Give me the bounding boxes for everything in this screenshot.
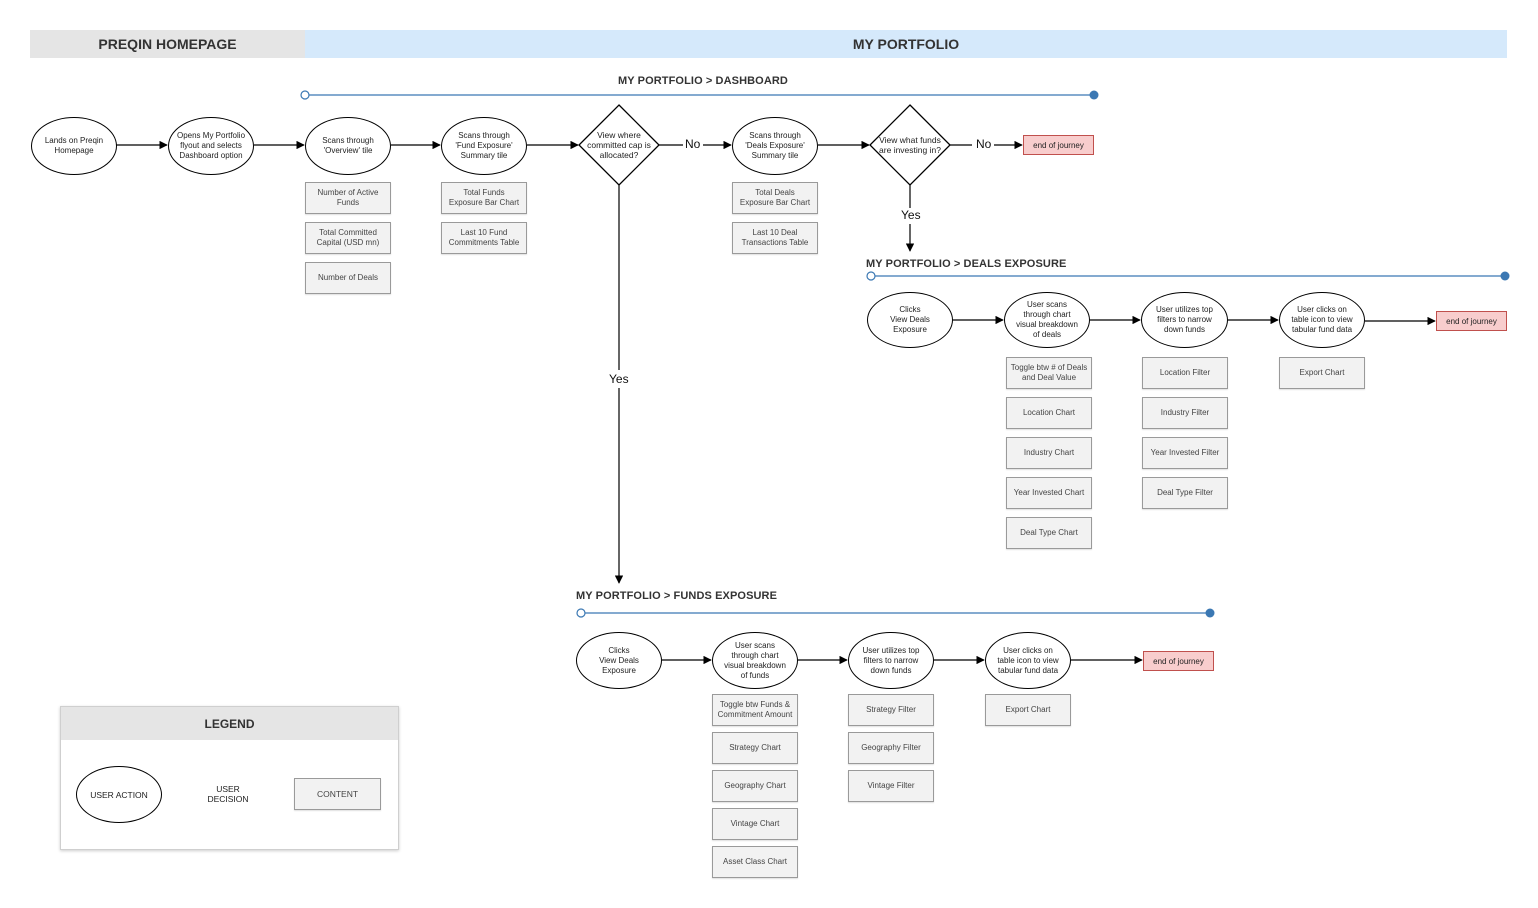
action-deals-table: User clicks on table icon to view tabula… [1279,292,1365,348]
action-funds-filters: User utilizes top filters to narrow down… [848,632,934,689]
action-scan-deals-exposure: Scans through 'Deals Exposure' Summary t… [732,117,818,175]
action-funds-table: User clicks on table icon to view tabula… [985,632,1071,689]
action-deals-clicks: Clicks View Deals Exposure [867,292,953,348]
end-of-journey-dashboard: end of journey [1023,135,1094,155]
legend-title: LEGEND [61,707,398,740]
content-location-chart: Location Chart [1006,397,1092,429]
decision-funds-label: View what funds are investing in? [879,135,941,155]
content-year-invested-chart: Year Invested Chart [1006,477,1092,509]
my-portfolio-header: MY PORTFOLIO [305,30,1507,58]
section-title-deals-exposure: MY PORTFOLIO > DEALS EXPOSURE [866,258,1067,270]
content-number-deals: Number of Deals [305,262,391,294]
action-deals-filters: User utilizes top filters to narrow down… [1141,292,1228,348]
action-deals-scans: User scans through chart visual breakdow… [1004,292,1090,348]
deals-timeline [866,271,1510,281]
yes-label-2: Yes [899,208,923,222]
content-deals-export-chart: Export Chart [1279,357,1365,389]
end-of-journey-funds: end of journey [1143,651,1214,671]
content-vintage-filter: Vintage Filter [848,770,934,802]
action-lands-homepage: Lands on Preqin Homepage [31,117,117,175]
dashboard-timeline [300,90,1099,100]
end-of-journey-deals: end of journey [1436,311,1507,331]
decision-committed-label: View where committed cap is allocated? [587,130,651,160]
content-industry-filter: Industry Filter [1142,397,1228,429]
content-geography-filter: Geography Filter [848,732,934,764]
content-funds-bar-chart: Total Funds Exposure Bar Chart [441,182,527,214]
content-funds-export-chart: Export Chart [985,694,1071,726]
content-active-funds: Number of Active Funds [305,182,391,214]
action-scan-overview: Scans through 'Overview' tile [305,117,391,175]
section-title-funds-exposure: MY PORTFOLIO > FUNDS EXPOSURE [576,590,778,602]
action-opens-portfolio: Opens My Portfolio flyout and selects Da… [168,117,254,175]
legend-user-action: USER ACTION [76,766,162,823]
action-scan-fund-exposure: Scans through 'Fund Exposure' Summary ti… [441,117,527,175]
legend-user-decision: USER DECISION [207,784,249,804]
content-strategy-chart: Strategy Chart [712,732,798,764]
content-deal-type-chart: Deal Type Chart [1006,517,1092,549]
section-title-dashboard: MY PORTFOLIO > DASHBOARD [618,75,788,87]
content-strategy-filter: Strategy Filter [848,694,934,726]
content-committed-capital: Total Committed Capital (USD mn) [305,222,391,254]
content-deal-transactions-table: Last 10 Deal Transactions Table [732,222,818,254]
content-toggle-funds: Toggle btw Funds & Commitment Amount [712,694,798,726]
content-vintage-chart: Vintage Chart [712,808,798,840]
content-deals-bar-chart: Total Deals Exposure Bar Chart [732,182,818,214]
content-geography-chart: Geography Chart [712,770,798,802]
content-asset-class-chart: Asset Class Chart [712,846,798,878]
content-industry-chart: Industry Chart [1006,437,1092,469]
action-funds-scans: User scans through chart visual breakdow… [712,632,798,689]
preqin-homepage-header: PREQIN HOMEPAGE [30,30,305,58]
no-label-1: No [683,137,703,151]
yes-label-1: Yes [607,372,631,386]
no-label-2: No [974,137,994,151]
content-year-invested-filter: Year Invested Filter [1142,437,1228,469]
content-location-filter: Location Filter [1142,357,1228,389]
legend-content: CONTENT [294,778,381,810]
content-fund-commitments-table: Last 10 Fund Commitments Table [441,222,527,254]
content-deal-type-filter: Deal Type Filter [1142,477,1228,509]
action-funds-clicks: Clicks View Deals Exposure [576,632,662,689]
funds-timeline [576,608,1215,618]
content-toggle-deals: Toggle btw # of Deals and Deal Value [1006,357,1092,389]
